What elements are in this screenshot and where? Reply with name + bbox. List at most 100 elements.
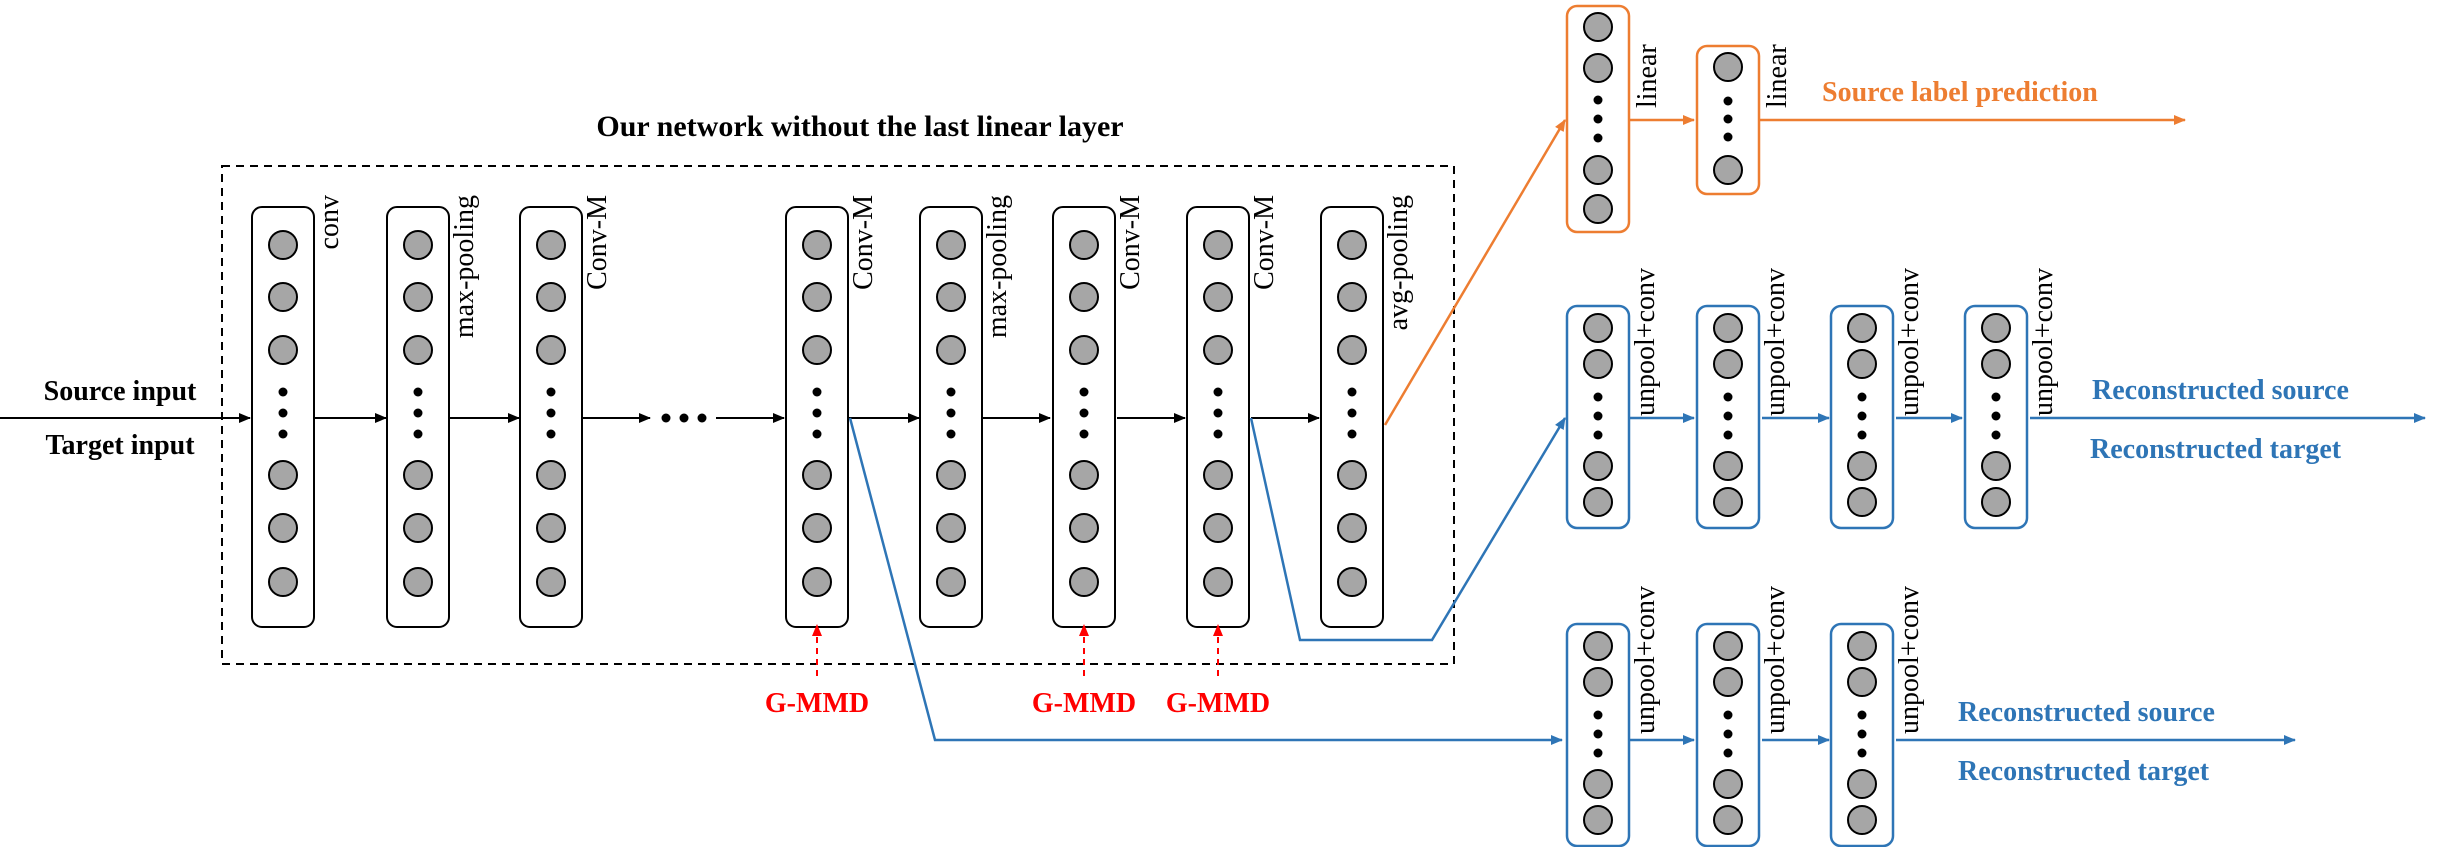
neuron-node bbox=[1337, 282, 1367, 312]
layer-label: linear bbox=[1762, 44, 1793, 108]
layer-label: unpool+conv bbox=[1630, 268, 1661, 416]
ellipsis-dot bbox=[812, 387, 822, 397]
neuron-node bbox=[1069, 460, 1099, 490]
ellipsis-dot bbox=[1723, 430, 1733, 440]
encoder-layer-8: avg-pooling bbox=[1320, 195, 1414, 628]
neuron-node bbox=[1713, 769, 1743, 799]
gmmd-group: G-MMD G-MMD G-MMD bbox=[765, 624, 1270, 719]
neuron-node bbox=[536, 513, 566, 543]
encoder-layer-6: Conv-M bbox=[1052, 195, 1146, 628]
layer-label: unpool+conv bbox=[2028, 268, 2059, 416]
ellipsis-dot bbox=[1723, 114, 1733, 124]
source-input-label: Source input bbox=[44, 376, 197, 407]
neuron-node bbox=[1337, 230, 1367, 260]
neuron-node bbox=[1713, 349, 1743, 379]
decoder-top-output-target: Reconstructed target bbox=[2090, 434, 2342, 465]
decoder-bottom-output-source: Reconstructed source bbox=[1958, 697, 2215, 728]
ellipsis-dot bbox=[278, 387, 288, 397]
layer-label: Conv-M bbox=[1115, 195, 1146, 290]
neuron-node bbox=[1713, 313, 1743, 343]
neuron-node bbox=[1847, 313, 1877, 343]
neuron-node bbox=[1583, 667, 1613, 697]
ellipsis-dot bbox=[1347, 387, 1357, 397]
ellipsis-dot bbox=[413, 429, 423, 439]
neuron-node bbox=[536, 335, 566, 365]
neuron-node bbox=[403, 282, 433, 312]
ellipsis-dot bbox=[546, 387, 556, 397]
encoder-layer-7: Conv-M bbox=[1186, 195, 1280, 628]
decoder-bottom-branch-arrow bbox=[848, 417, 1563, 745]
ellipsis-dot bbox=[1593, 392, 1603, 402]
neuron-node bbox=[1713, 52, 1743, 82]
ellipsis-dot bbox=[546, 408, 556, 418]
neuron-node bbox=[1847, 805, 1877, 835]
ellipsis-dot bbox=[946, 387, 956, 397]
ellipsis-dot bbox=[1593, 133, 1603, 143]
neuron-node bbox=[1847, 769, 1877, 799]
neuron-node bbox=[403, 513, 433, 543]
decoder-top-layer-3: unpool+conv bbox=[1829, 268, 1925, 530]
layer-label: Conv-M bbox=[582, 195, 613, 290]
neuron-node bbox=[1981, 349, 2011, 379]
neuron-node bbox=[1583, 12, 1613, 42]
decoder-top-output-source: Reconstructed source bbox=[2092, 375, 2349, 406]
ellipsis-dot bbox=[812, 408, 822, 418]
ellipsis-dot bbox=[1593, 114, 1603, 124]
neuron-node bbox=[936, 335, 966, 365]
neuron-node bbox=[936, 230, 966, 260]
neuron-node bbox=[936, 282, 966, 312]
neuron-node bbox=[403, 460, 433, 490]
neuron-node bbox=[1203, 230, 1233, 260]
ellipsis-dot bbox=[812, 429, 822, 439]
neuron-node bbox=[802, 335, 832, 365]
neuron-node bbox=[802, 513, 832, 543]
neuron-node bbox=[1583, 487, 1613, 517]
decoder-bottom-layer-3: unpool+conv bbox=[1829, 586, 1925, 847]
ellipsis-dot bbox=[1347, 429, 1357, 439]
neuron-node bbox=[1713, 487, 1743, 517]
ellipsis-dot bbox=[413, 387, 423, 397]
ellipsis-dot bbox=[1213, 408, 1223, 418]
ellipsis-dot bbox=[1723, 132, 1733, 142]
neuron-node bbox=[1337, 460, 1367, 490]
ellipsis-dot bbox=[1593, 748, 1603, 758]
ellipsis-dot bbox=[1593, 729, 1603, 739]
ellipsis-dot bbox=[1723, 710, 1733, 720]
neuron-node bbox=[1847, 349, 1877, 379]
ellipsis-dot bbox=[278, 408, 288, 418]
ellipsis-dot bbox=[1213, 429, 1223, 439]
neuron-node bbox=[1583, 631, 1613, 661]
neuron-node bbox=[1583, 155, 1613, 185]
layer-label: Conv-M bbox=[1249, 195, 1280, 290]
neuron-node bbox=[1847, 451, 1877, 481]
ellipsis-dot bbox=[946, 408, 956, 418]
classifier-layer-2: linear bbox=[1695, 44, 1793, 196]
ellipsis-dot bbox=[946, 429, 956, 439]
neuron-node bbox=[1713, 667, 1743, 697]
classifier-output-label: Source label prediction bbox=[1822, 77, 2098, 108]
neuron-node bbox=[1847, 487, 1877, 517]
neuron-node bbox=[1583, 451, 1613, 481]
encoder-layer-1: conv bbox=[251, 195, 345, 628]
neuron-node bbox=[536, 460, 566, 490]
neuron-node bbox=[1069, 513, 1099, 543]
decoder-bottom-layer-2: unpool+conv bbox=[1695, 586, 1791, 847]
layer-label: unpool+conv bbox=[1760, 268, 1791, 416]
layer-label: max-pooling bbox=[982, 195, 1013, 338]
neuron-node bbox=[802, 460, 832, 490]
ellipsis-dot bbox=[278, 429, 288, 439]
decoder-top-layer-4: unpool+conv bbox=[1963, 268, 2059, 530]
neuron-node bbox=[268, 567, 298, 597]
neuron-node bbox=[1583, 194, 1613, 224]
neuron-node bbox=[1713, 631, 1743, 661]
ellipsis-dots bbox=[661, 413, 707, 423]
ellipsis-dot bbox=[1593, 411, 1603, 421]
encoder-layer-4: Conv-M bbox=[785, 195, 879, 628]
gmmd-label-3: G-MMD bbox=[1166, 688, 1270, 719]
decoder-bottom-output-target: Reconstructed target bbox=[1958, 756, 2210, 787]
neuron-node bbox=[802, 567, 832, 597]
ellipsis-dot bbox=[1857, 430, 1867, 440]
ellipsis-dot bbox=[1347, 408, 1357, 418]
neuron-node bbox=[268, 513, 298, 543]
